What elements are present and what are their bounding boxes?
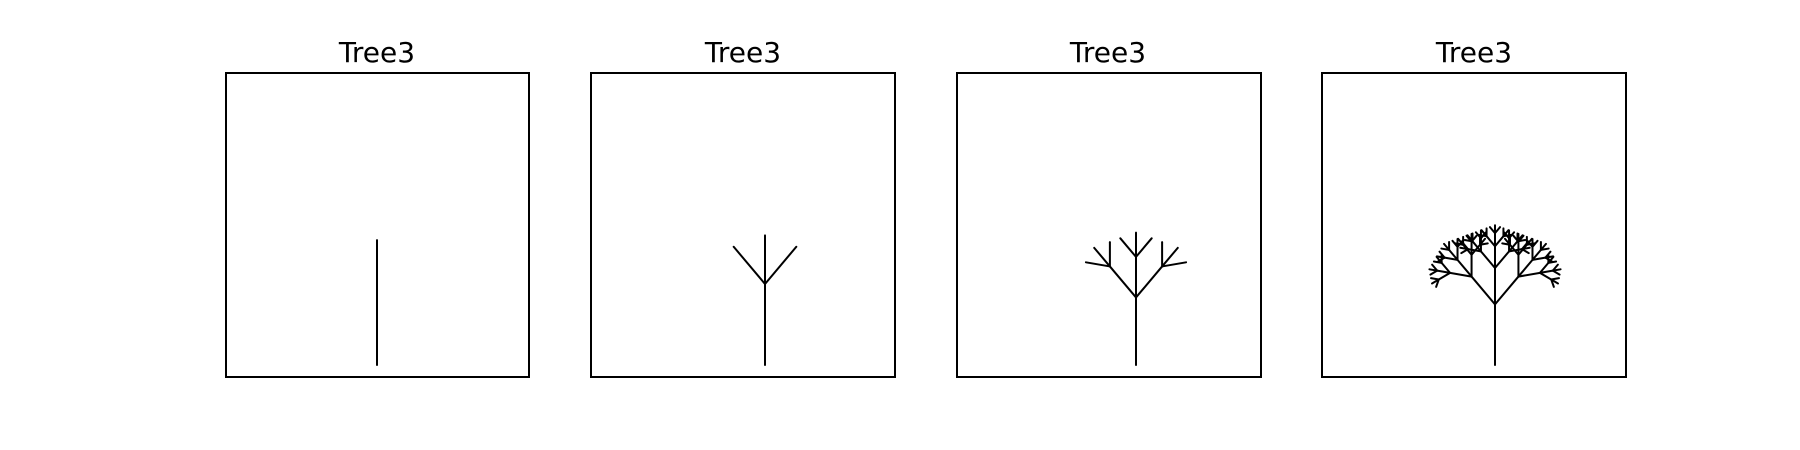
panel-4-branch-10 bbox=[1431, 263, 1439, 272]
panel-3-branch-9 bbox=[1135, 265, 1164, 299]
panel-4-branch-99 bbox=[1531, 239, 1539, 248]
panel-2-title: Tree3 bbox=[704, 36, 781, 69]
panel-4-branch-113 bbox=[1538, 269, 1554, 274]
panel-3-branch-6 bbox=[1119, 237, 1137, 258]
panel-4-branch-112 bbox=[1547, 260, 1558, 264]
panel-4-branch-2 bbox=[1449, 271, 1473, 278]
panel-4-branch-1 bbox=[1470, 275, 1496, 306]
panel-4-branch-63 bbox=[1494, 226, 1502, 235]
panel-4-frame bbox=[1321, 72, 1627, 378]
panel-4-branch-56 bbox=[1485, 235, 1496, 248]
panel-3-branch-2 bbox=[1084, 261, 1111, 268]
panel-4-branch-104 bbox=[1531, 256, 1547, 261]
panel-4-branch-91 bbox=[1517, 243, 1528, 256]
panel-2: Tree3 bbox=[590, 36, 896, 378]
panel-4-branch-43 bbox=[1467, 248, 1482, 253]
panel-4-branch-108 bbox=[1517, 271, 1541, 278]
panel-4: Tree3 bbox=[1321, 36, 1627, 378]
panel-4-branch-6 bbox=[1430, 277, 1440, 281]
panel-3-branch-11 bbox=[1161, 246, 1179, 268]
panel-4-branch-3 bbox=[1437, 271, 1452, 281]
panel-4-branch-47 bbox=[1471, 240, 1482, 253]
panel-4-title: Tree3 bbox=[1435, 36, 1512, 69]
panel-1: Tree3 bbox=[225, 36, 530, 378]
panel-4-branch-46 bbox=[1461, 242, 1470, 251]
panel-3: Tree3 bbox=[956, 36, 1262, 378]
panel-4-branch-95 bbox=[1517, 258, 1534, 278]
panel-4-branch-16 bbox=[1443, 256, 1459, 261]
panel-4-branch-73 bbox=[1508, 240, 1519, 253]
panel-3-branch-8 bbox=[1135, 237, 1153, 258]
panel-4-branch-100 bbox=[1531, 248, 1542, 261]
panel-4-branch-19 bbox=[1438, 250, 1446, 259]
panel-3-branch-3 bbox=[1093, 246, 1111, 268]
panel-4-branch-117 bbox=[1538, 271, 1553, 281]
panel-4-branch-11 bbox=[1440, 261, 1452, 274]
panel-2-frame bbox=[590, 72, 896, 378]
panel-3-frame bbox=[956, 72, 1262, 378]
panel-4-branch-68 bbox=[1494, 250, 1511, 270]
panel-3-branch-12 bbox=[1161, 261, 1188, 268]
panel-4-branch-20 bbox=[1448, 248, 1459, 261]
panel-4-branch-120 bbox=[1550, 278, 1555, 288]
panel-4-branch-90 bbox=[1517, 234, 1525, 243]
panel-4-branch-116 bbox=[1551, 269, 1561, 276]
panel-4-branch-109 bbox=[1538, 261, 1550, 274]
panel-2-tree bbox=[732, 234, 798, 366]
panel-4-tree bbox=[1428, 224, 1562, 366]
panel-1-title: Tree3 bbox=[338, 36, 415, 69]
panel-3-title: Tree3 bbox=[1069, 36, 1146, 69]
panel-4-branch-42 bbox=[1479, 250, 1496, 270]
panel-4-branch-7 bbox=[1436, 269, 1452, 274]
panel-4-branch-64 bbox=[1494, 235, 1505, 248]
panel-4-branch-81 bbox=[1494, 275, 1520, 306]
panel-2-branch-1 bbox=[732, 245, 766, 285]
panel-3-branch-1 bbox=[1108, 265, 1137, 299]
panel-2-branch-3 bbox=[764, 245, 798, 285]
panel-4-branch-103 bbox=[1539, 247, 1550, 251]
panel-3-tree bbox=[1084, 231, 1188, 366]
panel-1-frame bbox=[225, 72, 530, 378]
panel-4-branch-15 bbox=[1456, 258, 1473, 278]
panel-4-branch-83 bbox=[1508, 243, 1520, 256]
